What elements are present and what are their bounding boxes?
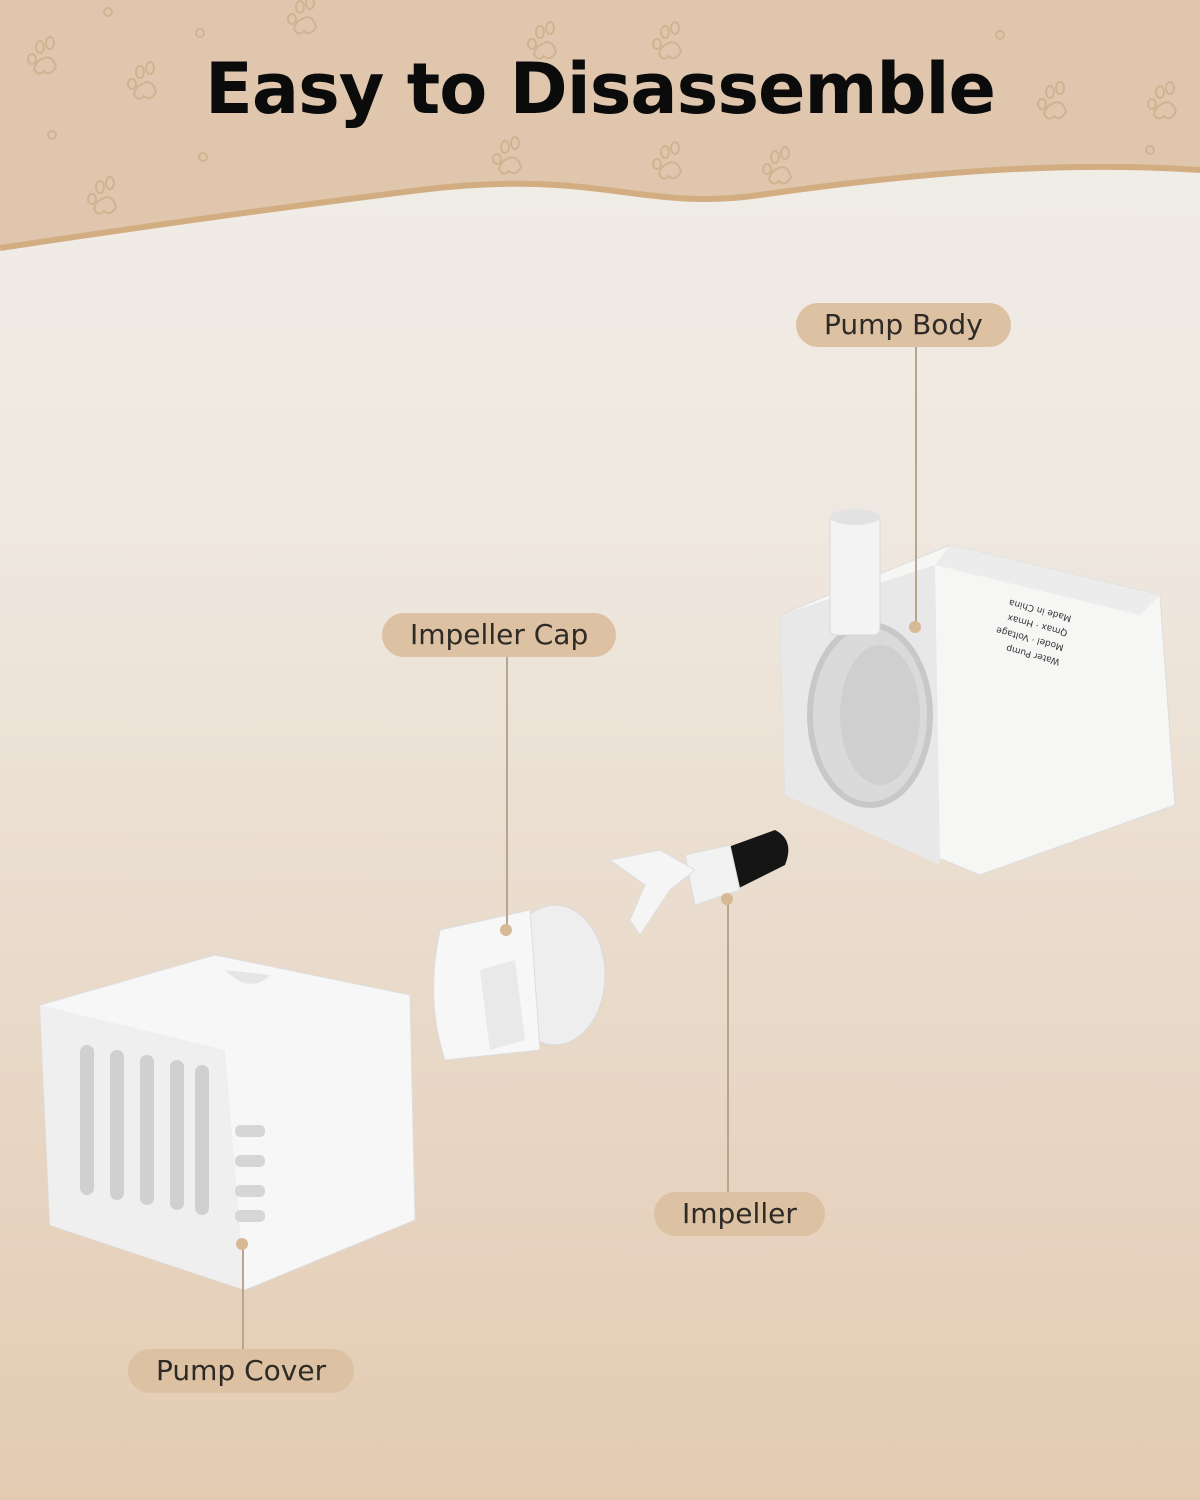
impeller-label: Impeller: [654, 1192, 825, 1236]
pump-body-marker: [909, 621, 921, 633]
impeller-cap-marker: [500, 924, 512, 936]
pump-body-leader-line: [915, 347, 917, 627]
pump-cover-leader-line: [242, 1243, 244, 1349]
header-band: [0, 0, 1200, 251]
impeller-marker: [721, 893, 733, 905]
paw-print-icons: [27, 0, 1178, 215]
impeller-cap-leader-line: [506, 657, 508, 929]
pump-cover-label: Pump Cover: [128, 1349, 355, 1393]
pump-cover-image: [39, 954, 416, 1291]
page-title: Easy to Disassemble: [205, 48, 996, 130]
impeller-cap-label: Impeller Cap: [382, 613, 617, 657]
pump-body-label: Pump Body: [796, 303, 1011, 347]
impeller-leader-line: [727, 898, 729, 1192]
impeller-cap-image: [433, 904, 606, 1061]
impeller-image: [608, 830, 789, 936]
pump-cover-marker: [236, 1238, 248, 1250]
